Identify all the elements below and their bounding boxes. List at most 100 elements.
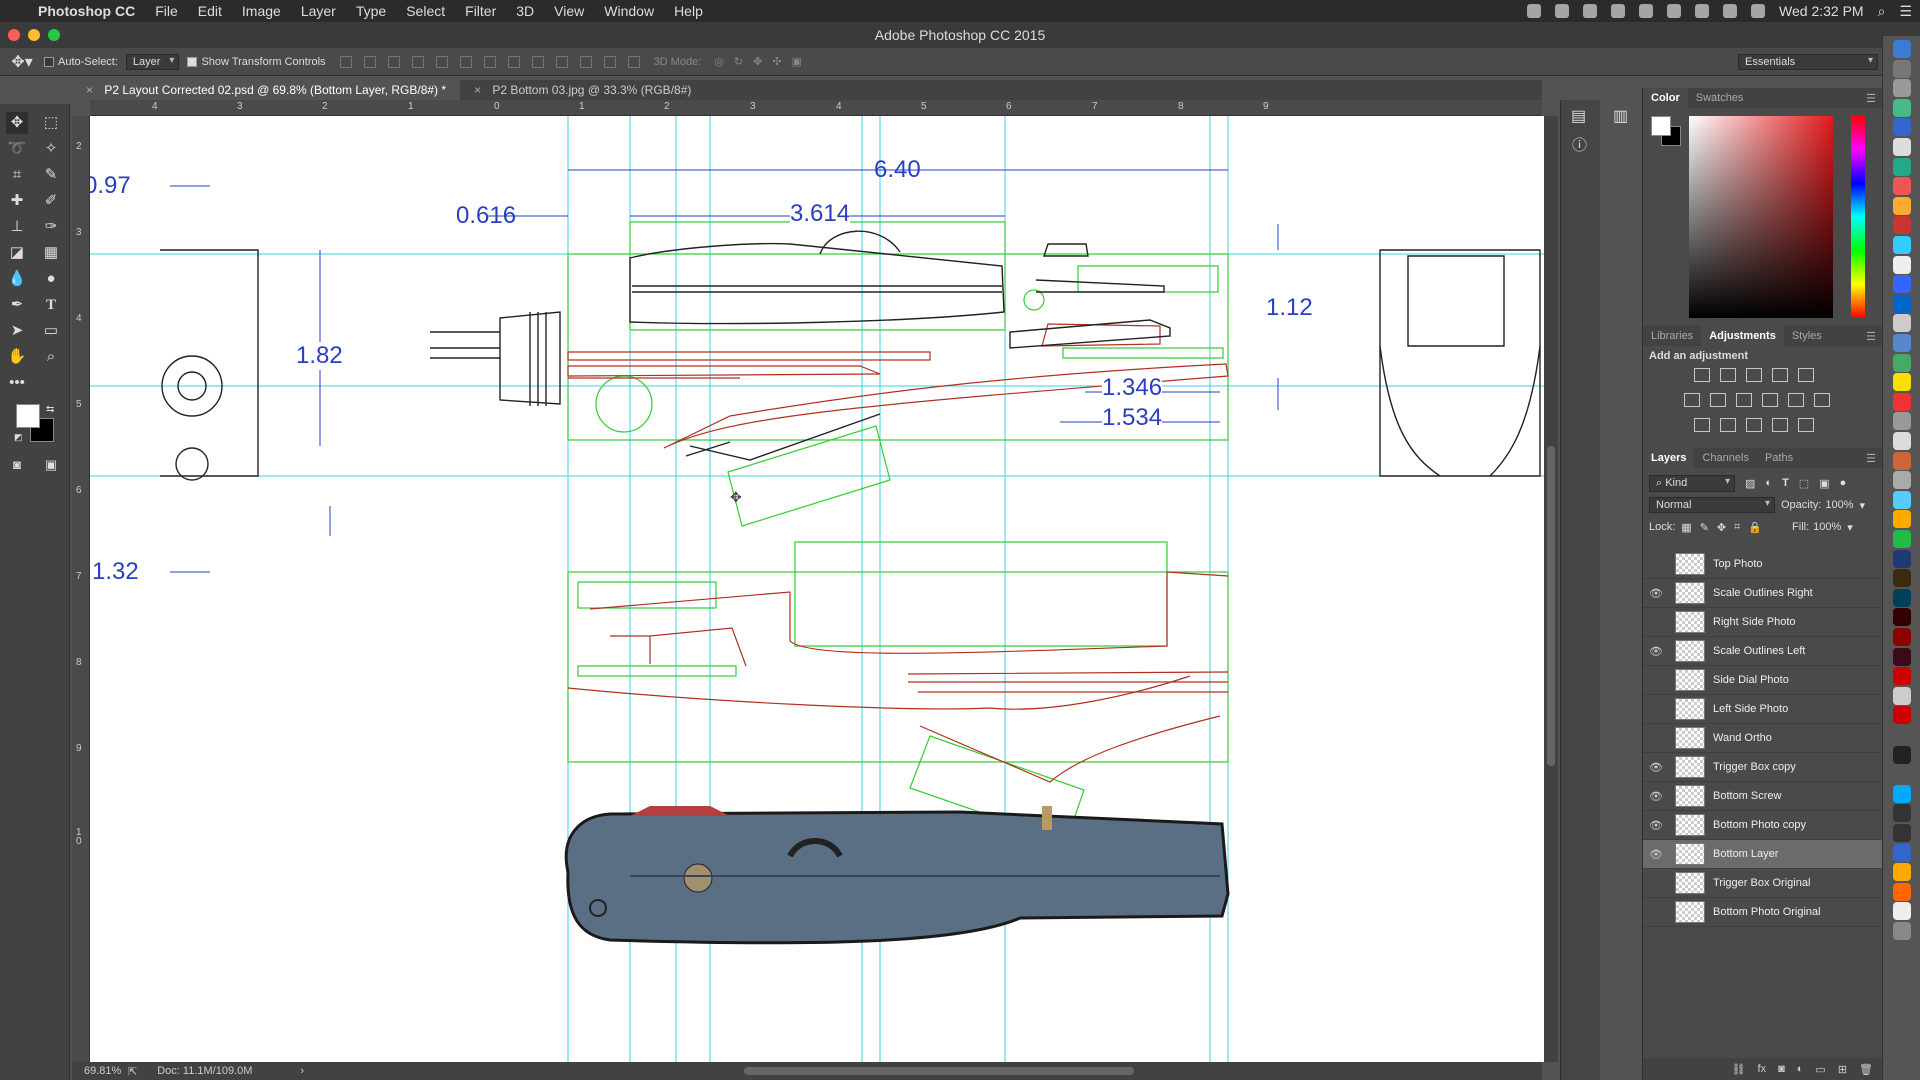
- workspace-dropdown[interactable]: Essentials: [1738, 53, 1878, 70]
- dock-app-icon[interactable]: [1893, 490, 1911, 509]
- brush-tool-icon[interactable]: ✐: [44, 192, 58, 209]
- distribute-vertical-icon[interactable]: [507, 55, 520, 68]
- layer-row[interactable]: 👁Top Photo: [1643, 550, 1882, 579]
- dock-app-icon[interactable]: [1893, 177, 1911, 196]
- visibility-eye-icon[interactable]: 👁: [1649, 761, 1663, 774]
- brightness-contrast-icon[interactable]: [1694, 368, 1710, 382]
- distribute-right-icon[interactable]: [603, 55, 616, 68]
- vibrance-icon[interactable]: [1798, 368, 1814, 382]
- blend-mode-dropdown[interactable]: Normal: [1649, 497, 1775, 513]
- align-bottom-icon[interactable]: [387, 55, 400, 68]
- rectangle-tool-icon[interactable]: ▭: [43, 322, 59, 339]
- spotlight-icon[interactable]: ⌕: [1877, 2, 1886, 19]
- creative-cloud-icon[interactable]: [1611, 4, 1626, 18]
- dock-app-icon[interactable]: [1893, 549, 1911, 568]
- dock-app-icon[interactable]: [1893, 922, 1911, 940]
- dock-app-icon[interactable]: [1893, 530, 1911, 548]
- panel-menu-icon[interactable]: ☰: [1866, 92, 1876, 105]
- distribute-left-icon[interactable]: [555, 55, 568, 68]
- dock-app-icon[interactable]: [1893, 40, 1911, 58]
- layer-row[interactable]: 👁Bottom Screw: [1643, 782, 1882, 811]
- dock-app-icon[interactable]: [1893, 196, 1911, 215]
- dock-app-icon[interactable]: [1893, 314, 1911, 333]
- dock-app-icon[interactable]: [1893, 275, 1911, 294]
- status-arrow-icon[interactable]: ›: [300, 1065, 305, 1077]
- align-vertical-center-icon[interactable]: [363, 55, 376, 68]
- dock-app-icon[interactable]: [1893, 510, 1911, 529]
- filter-pixel-icon[interactable]: ▨: [1745, 477, 1756, 490]
- menu-filter[interactable]: Filter: [465, 3, 497, 19]
- dock-app-icon[interactable]: [1893, 608, 1911, 627]
- doc-size[interactable]: Doc: 11.1M/109.0M: [157, 1065, 253, 1077]
- dock-app-icon[interactable]: [1893, 784, 1911, 803]
- distribute-top-icon[interactable]: [483, 55, 496, 68]
- vertical-scrollbar[interactable]: [1544, 116, 1558, 1062]
- tab-p2-bottom[interactable]: × P2 Bottom 03.jpg @ 33.3% (RGB/8#): [460, 80, 705, 100]
- dock-app-icon[interactable]: [1893, 157, 1911, 176]
- hue-saturation-icon[interactable]: [1684, 393, 1700, 407]
- healing-brush-tool-icon[interactable]: ✚: [10, 192, 24, 209]
- blur-tool-icon[interactable]: 💧: [7, 270, 27, 287]
- layer-row[interactable]: 👁Left Side Photo: [1643, 695, 1882, 724]
- dropbox-icon[interactable]: [1527, 4, 1542, 18]
- dock-app-icon[interactable]: [1893, 392, 1911, 411]
- dock-app-icon[interactable]: [1893, 334, 1911, 352]
- panel-menu-icon[interactable]: ☰: [1866, 330, 1876, 343]
- levels-icon[interactable]: [1720, 368, 1736, 382]
- drive-icon[interactable]: [1555, 4, 1570, 18]
- dock-app-icon[interactable]: [1893, 373, 1911, 392]
- 3d-scale-icon[interactable]: ▣: [791, 56, 802, 68]
- threshold-icon[interactable]: [1746, 418, 1762, 432]
- new-group-icon[interactable]: ▭: [1815, 1063, 1826, 1076]
- dock-app-icon[interactable]: [1893, 451, 1911, 470]
- path-selection-tool-icon[interactable]: ➤: [10, 322, 24, 339]
- filter-adjustment-icon[interactable]: ◐: [1765, 477, 1773, 489]
- dock-app-icon[interactable]: [1893, 804, 1911, 823]
- visibility-eye-icon[interactable]: 👁: [1643, 674, 1669, 687]
- visibility-eye-icon[interactable]: 👁: [1649, 587, 1663, 600]
- hue-slider[interactable]: [1851, 116, 1865, 318]
- tab-layers[interactable]: Layers: [1643, 448, 1695, 468]
- visibility-eye-icon[interactable]: 👁: [1643, 906, 1669, 919]
- horizontal-scrollbar[interactable]: [744, 1067, 1134, 1075]
- fill-value[interactable]: 100%: [1813, 521, 1842, 533]
- close-tab-icon[interactable]: ×: [86, 83, 94, 97]
- dock-app-icon[interactable]: [1893, 118, 1911, 137]
- curves-icon[interactable]: [1746, 368, 1762, 382]
- tab-styles[interactable]: Styles: [1791, 330, 1822, 342]
- visibility-eye-icon[interactable]: 👁: [1643, 616, 1669, 629]
- quick-mask-icon[interactable]: ◙: [13, 457, 21, 472]
- dock-app-icon[interactable]: [1893, 236, 1911, 254]
- layer-row[interactable]: 👁Scale Outlines Left: [1643, 637, 1882, 666]
- dock-app-icon[interactable]: [1893, 902, 1911, 921]
- dock-app-icon[interactable]: [1893, 432, 1911, 450]
- align-left-icon[interactable]: [411, 55, 424, 68]
- tab-color[interactable]: Color: [1643, 88, 1688, 108]
- dock-app-icon[interactable]: [1893, 726, 1911, 744]
- dock-app-icon[interactable]: [1893, 294, 1911, 313]
- hand-tool-icon[interactable]: ✋: [7, 348, 27, 365]
- visibility-eye-icon[interactable]: 👁: [1649, 848, 1663, 861]
- more-tools-icon[interactable]: •••: [9, 374, 25, 391]
- visibility-eye-icon[interactable]: 👁: [1643, 877, 1669, 890]
- dock-app-icon[interactable]: [1893, 588, 1911, 607]
- add-mask-icon[interactable]: ◙: [1778, 1063, 1785, 1075]
- photo-filter-icon[interactable]: [1762, 393, 1778, 407]
- close-window-button[interactable]: [8, 29, 20, 41]
- menu-image[interactable]: Image: [241, 3, 281, 19]
- app-menu[interactable]: Photoshop CC: [38, 3, 136, 19]
- dock-app-icon[interactable]: [1893, 706, 1911, 725]
- visibility-eye-icon[interactable]: 👁: [1643, 732, 1669, 745]
- tab-adjustments[interactable]: Adjustments: [1701, 326, 1784, 346]
- exposure-icon[interactable]: [1772, 368, 1788, 382]
- filter-shape-icon[interactable]: ⬚: [1798, 477, 1810, 490]
- crop-tool-icon[interactable]: ⌗: [12, 166, 22, 183]
- history-panel-icon[interactable]: ▤: [1571, 108, 1587, 125]
- layer-row[interactable]: 👁Side Dial Photo: [1643, 666, 1882, 695]
- gradient-tool-icon[interactable]: ▦: [43, 244, 59, 261]
- align-horizontal-center-icon[interactable]: [435, 55, 448, 68]
- auto-align-icon[interactable]: [627, 55, 640, 68]
- dock-app-icon[interactable]: [1893, 863, 1911, 882]
- visibility-eye-icon[interactable]: 👁: [1649, 645, 1663, 658]
- clone-stamp-tool-icon[interactable]: ⊥: [10, 218, 24, 235]
